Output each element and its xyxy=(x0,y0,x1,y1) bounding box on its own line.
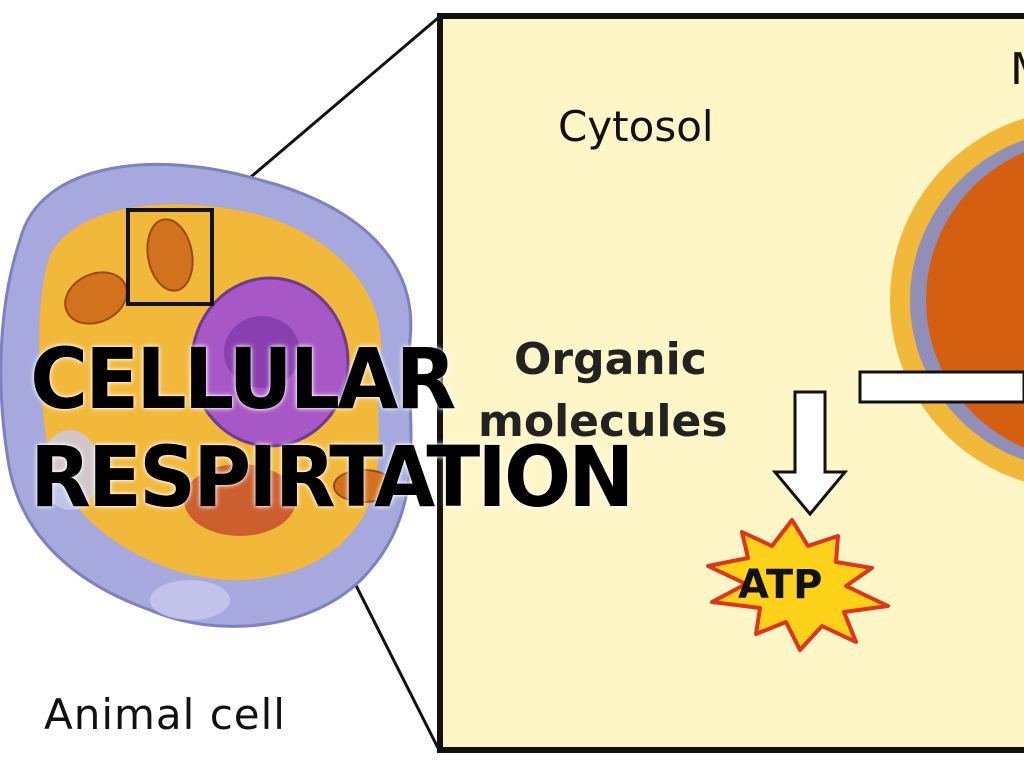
animal-cell-illustration xyxy=(0,162,413,628)
atp-label: ATP xyxy=(738,562,823,608)
golgi xyxy=(184,464,296,536)
slide-title: CELLULAR RESPIRTATION xyxy=(30,330,634,526)
mitochondrion-small-3 xyxy=(333,469,395,503)
nucleolus xyxy=(224,316,300,388)
zoom-selection-box xyxy=(126,208,214,306)
molecules-label: molecules xyxy=(478,396,728,447)
mitochondrion-small-2 xyxy=(146,218,194,292)
cytosol-label: Cytosol xyxy=(558,102,714,151)
arrow-down-to-atp xyxy=(771,390,849,517)
arrow-to-mitochondrion xyxy=(858,370,1024,404)
atp-star-icon xyxy=(706,518,890,652)
vacuole-2 xyxy=(150,580,230,620)
mitochondrion-label-partial: M xyxy=(1010,44,1024,95)
animal-cell-label: Animal cell xyxy=(44,690,286,739)
vacuole-1 xyxy=(40,430,100,510)
organic-label: Organic xyxy=(514,334,707,385)
mitochondrion-small-1 xyxy=(64,271,128,325)
